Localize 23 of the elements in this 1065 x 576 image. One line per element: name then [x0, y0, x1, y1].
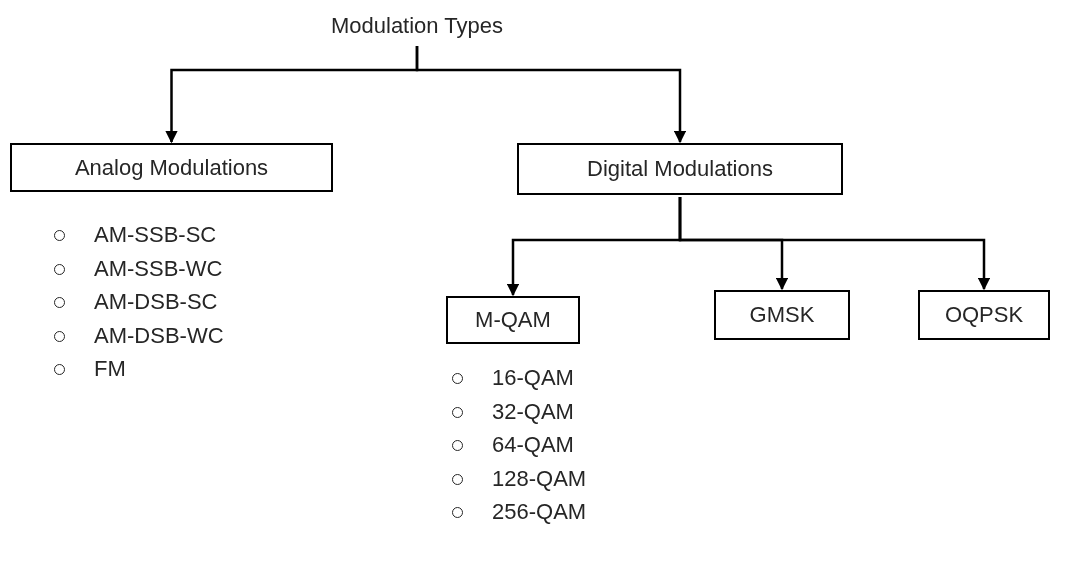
bullet-item: 32-QAM	[450, 394, 587, 428]
category-box	[714, 290, 850, 340]
heading-text: Modulation Types	[330, 13, 503, 39]
box-label: OQPSK	[944, 302, 1024, 328]
connector-arrow	[415, 46, 687, 144]
bullet-item: 256-QAM	[450, 495, 587, 529]
bullet-item: FM	[52, 352, 224, 386]
connector-arrow	[678, 197, 991, 291]
category-box	[10, 143, 333, 192]
category-box	[446, 296, 580, 344]
box-label: GMSK	[749, 302, 815, 328]
category-box	[918, 290, 1050, 340]
bullet-item: AM-SSB-SC	[52, 218, 224, 252]
category-box	[517, 143, 843, 195]
bullet-item: 16-QAM	[450, 361, 587, 395]
bullet-item: AM-DSB-WC	[52, 318, 224, 352]
bullet-item: AM-SSB-WC	[52, 251, 224, 285]
box-label: Digital Modulations	[587, 156, 773, 182]
bullet-item: 128-QAM	[450, 461, 587, 495]
box-label: Analog Modulations	[74, 154, 269, 181]
bullet-item: 64-QAM	[450, 428, 587, 462]
box-label: M-QAM	[475, 307, 551, 333]
bullet-item: AM-DSB-SC	[52, 285, 224, 319]
